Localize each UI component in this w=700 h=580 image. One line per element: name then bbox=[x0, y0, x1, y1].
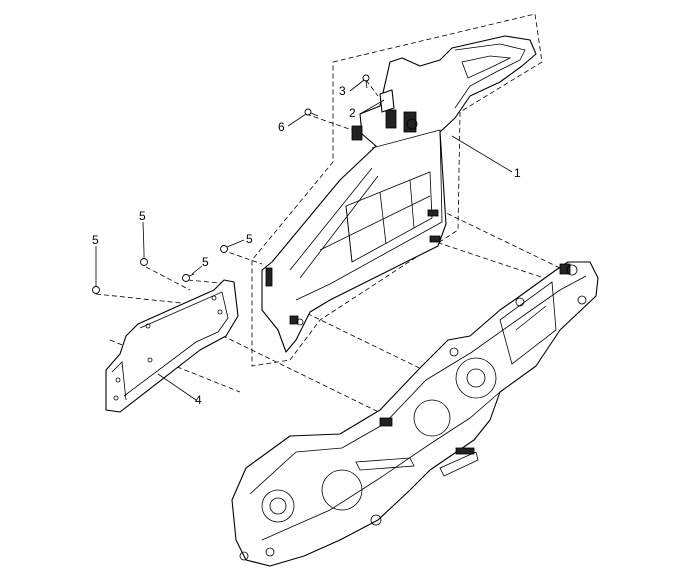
callout-label-2: 2 bbox=[349, 106, 356, 120]
leader-lines bbox=[95, 79, 513, 401]
callout-label-5-c: 5 bbox=[202, 255, 209, 269]
screw-item-5-b bbox=[140, 252, 148, 266]
part-4-side-plate bbox=[105, 279, 239, 413]
part-2-bracket bbox=[379, 89, 395, 113]
callout-label-1: 1 bbox=[514, 166, 521, 180]
part-1-upper-frame bbox=[261, 35, 537, 353]
callout-label-4: 4 bbox=[195, 393, 202, 407]
callout-label-5-b: 5 bbox=[139, 209, 146, 223]
base-frame bbox=[231, 261, 599, 567]
screw-item-5-a bbox=[92, 280, 100, 294]
callout-label-6: 6 bbox=[278, 120, 285, 134]
screw-item-5-d bbox=[220, 244, 233, 253]
screw-item-6 bbox=[304, 108, 319, 117]
callout-label-5-d: 5 bbox=[246, 232, 253, 246]
callout-label-3: 3 bbox=[339, 84, 346, 98]
screw-item-5-c bbox=[182, 273, 195, 282]
screw-item-3 bbox=[362, 74, 370, 89]
assembly-boundary-outline bbox=[251, 13, 543, 367]
callout-label-5-a: 5 bbox=[92, 233, 99, 247]
